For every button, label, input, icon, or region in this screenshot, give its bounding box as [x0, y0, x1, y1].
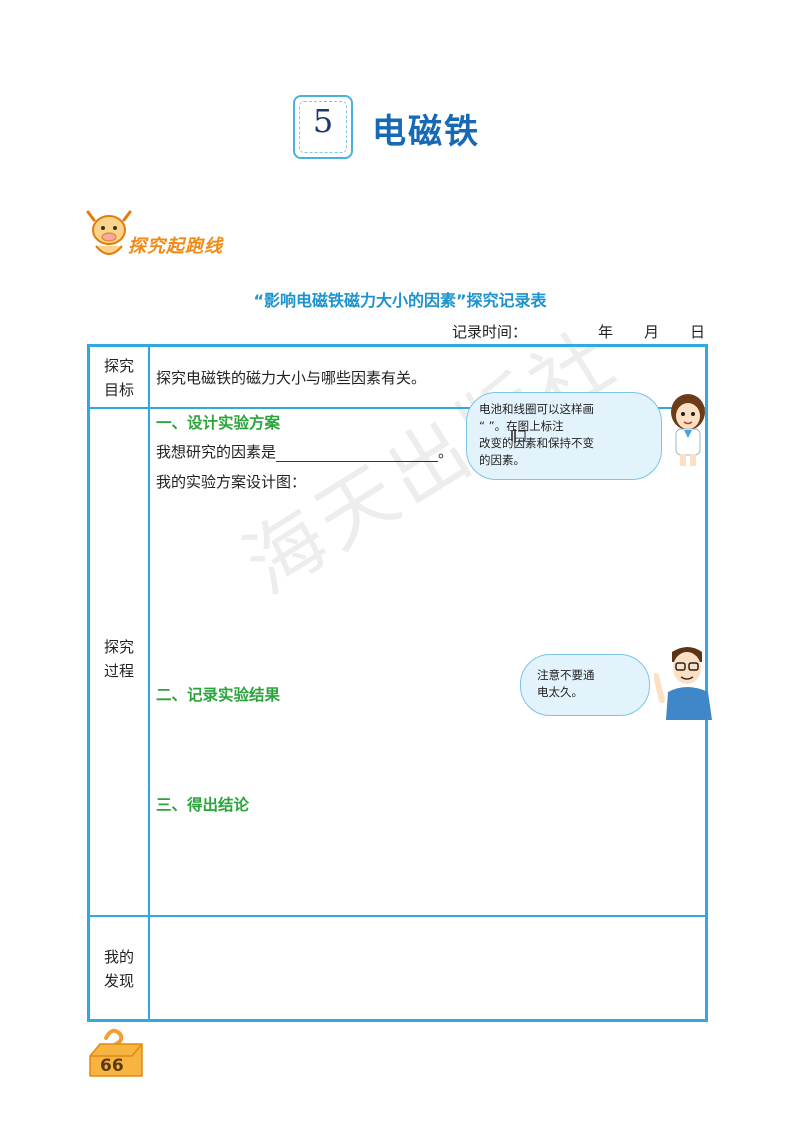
lesson-number: 5: [312, 102, 334, 140]
lesson-number-frame: [293, 95, 353, 159]
factor-line: 我想研究的因素是 。: [156, 441, 453, 462]
section-label: 探究起跑线: [128, 236, 223, 257]
goal-text: 探究电磁铁的磁力大小与哪些因素有关。: [156, 369, 427, 387]
battery-coil-symbol-icon: [511, 429, 526, 443]
design-prompt: 我的实验方案设计图：: [156, 473, 307, 491]
record-table: 探究 目标 探究电磁铁的磁力大小与哪些因素有关。 探究 过程 一、设计实验方案 …: [87, 344, 708, 1022]
cow-mascot-icon: [86, 210, 132, 255]
page-number: 66: [100, 1056, 124, 1076]
step2-heading: 二、记录实验结果: [156, 686, 281, 704]
factor-end: 。: [438, 443, 454, 461]
girl-character-icon: [671, 394, 705, 466]
page-number-badge-icon: [89, 1028, 143, 1077]
step3-heading: 三、得出结论: [156, 796, 250, 814]
year-label: 年: [598, 323, 614, 341]
day-label: 日: [690, 323, 706, 341]
lesson-title: 电磁铁: [372, 112, 480, 152]
finding-label: 我的 发现: [103, 948, 134, 990]
table-divider-1: [90, 407, 705, 409]
girl-speech-bubble: 电池和线圈可以这样画 “ ”。在图上标注 改变的因素和保持不变 的因素。: [466, 392, 662, 480]
table-divider-2: [90, 915, 705, 917]
process-label: 探究 过程: [103, 638, 134, 680]
record-time-label: 记录时间：: [452, 323, 528, 341]
factor-prompt: 我想研究的因素是: [156, 443, 277, 461]
month-label: 月: [644, 323, 660, 341]
teacher-character-icon: [654, 647, 712, 720]
table-title: “影响电磁铁磁力大小的因素”探究记录表: [253, 291, 547, 310]
factor-blank[interactable]: [276, 445, 439, 462]
goal-label: 探究 目标: [103, 357, 134, 399]
table-divider-vertical: [148, 347, 150, 1019]
step1-heading: 一、设计实验方案: [156, 414, 281, 432]
teacher-speech-bubble: 注意不要通 电太久。: [520, 654, 650, 716]
